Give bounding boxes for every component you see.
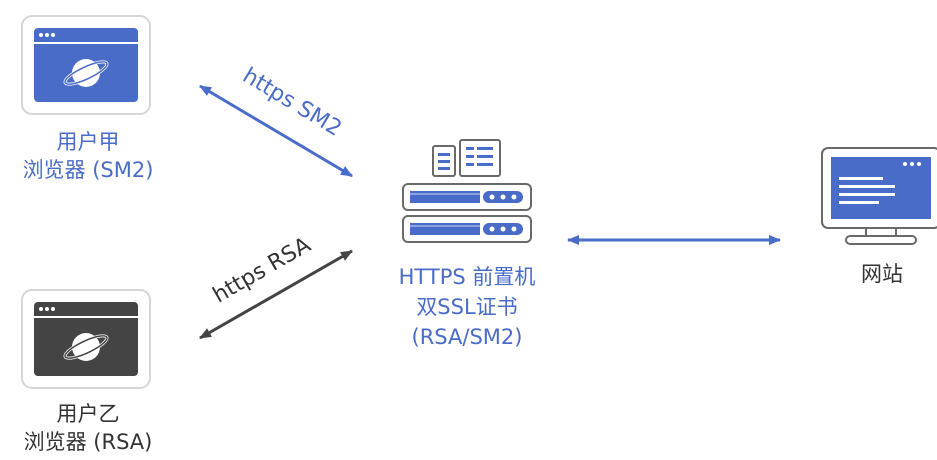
website-label: 网站 [861, 262, 903, 286]
gateway-title: HTTPS 前置机 [398, 265, 536, 289]
gateway-server-icon [402, 139, 532, 243]
website-monitor-icon [821, 147, 937, 245]
user-a-name: 用户甲 [56, 130, 120, 154]
gateway-cert: 双SSL证书 [416, 295, 518, 319]
gateway-label: HTTPS 前置机 双SSL证书 (RSA/SM2) [377, 262, 557, 352]
user-b-label: 用户乙 浏览器 (RSA) [8, 400, 168, 456]
browser-rsa-icon [21, 289, 151, 389]
user-b-browser: 浏览器 (RSA) [23, 430, 153, 454]
user-a-browser: 浏览器 (SM2) [22, 158, 154, 182]
arrow-rsa [199, 249, 353, 340]
arrow-sm2 [199, 84, 353, 178]
user-a-label: 用户甲 浏览器 (SM2) [8, 128, 168, 184]
user-b-name: 用户乙 [56, 402, 120, 426]
gateway-algos: (RSA/SM2) [411, 325, 523, 349]
browser-sm2-icon [21, 15, 151, 115]
